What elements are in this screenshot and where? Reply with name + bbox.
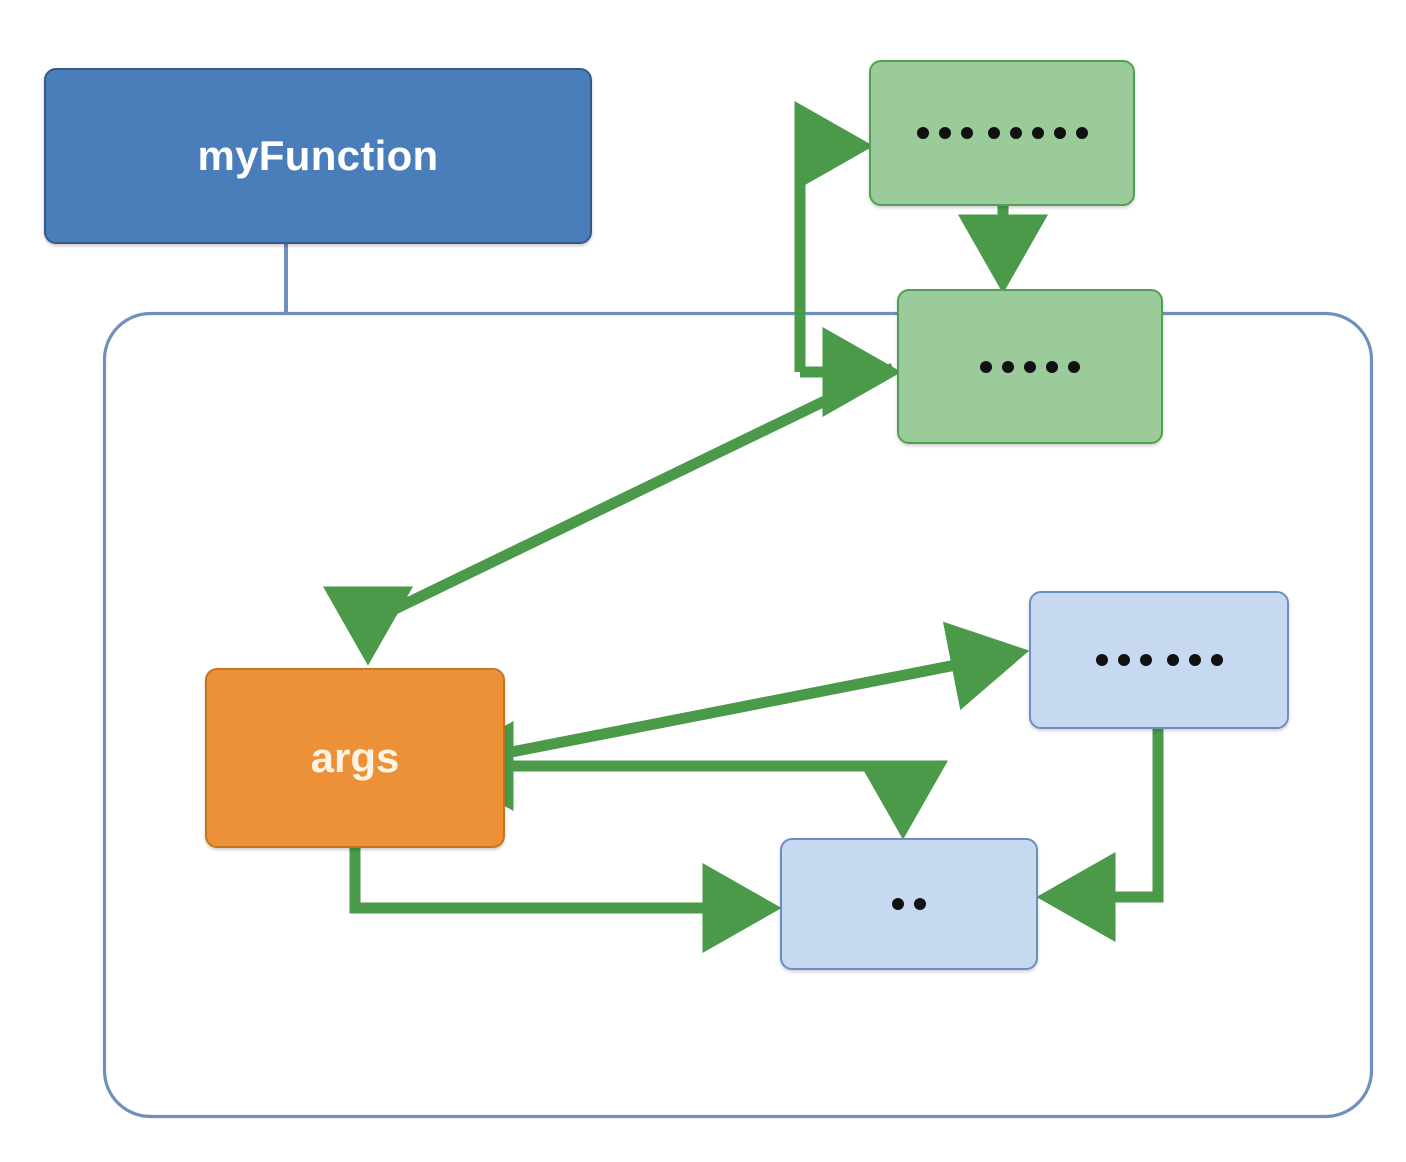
- dot: [1046, 360, 1058, 373]
- blue-node-right[interactable]: [1029, 591, 1289, 729]
- dot-group: [1166, 654, 1223, 666]
- dot: [938, 127, 951, 139]
- dot: [1210, 654, 1223, 666]
- dot: [1002, 360, 1014, 373]
- dot: [980, 360, 992, 373]
- node-args-label: args: [310, 734, 400, 781]
- dot: [1024, 360, 1036, 373]
- dot: [1188, 654, 1201, 666]
- dot: [1009, 127, 1022, 139]
- dot: [960, 127, 973, 139]
- dot: [1095, 654, 1108, 666]
- dot: [1166, 654, 1179, 666]
- node-args[interactable]: args: [205, 668, 505, 848]
- dot-group: [916, 127, 973, 139]
- dot: [987, 127, 1000, 139]
- edge-loop-to-green-top: [794, 100, 874, 372]
- dot: [1075, 127, 1088, 139]
- green-node-main[interactable]: [897, 289, 1163, 444]
- blue-node-bottom[interactable]: [780, 838, 1038, 970]
- node-myfunction-label: myFunction: [197, 132, 439, 179]
- dot: [1117, 654, 1130, 666]
- edge-blue-right-to-blue-bottom: [1036, 729, 1164, 943]
- node-myfunction[interactable]: myFunction: [44, 68, 592, 244]
- blue-node-right-dots: [1095, 654, 1223, 666]
- dot: [892, 898, 904, 910]
- dot: [914, 898, 926, 910]
- dot: [916, 127, 929, 139]
- blue-node-bottom-dots: [892, 898, 926, 910]
- dot: [1053, 127, 1066, 139]
- green-node-top-dots: [916, 127, 1088, 139]
- edge-green-main-to-args: [322, 363, 896, 666]
- dot-group: [980, 360, 1080, 373]
- dot: [1139, 654, 1152, 666]
- dot: [1031, 127, 1044, 139]
- dot: [1068, 360, 1080, 373]
- green-node-main-dots: [980, 360, 1080, 373]
- scope-container-outline: [102, 311, 1374, 1119]
- dot-group: [987, 127, 1088, 139]
- dot-group: [1095, 654, 1152, 666]
- green-node-top[interactable]: [869, 60, 1135, 206]
- edge-args-to-blue-right: [438, 621, 1030, 772]
- edge-args-to-blue-bottom-left: [349, 848, 782, 954]
- dot-group: [892, 898, 926, 910]
